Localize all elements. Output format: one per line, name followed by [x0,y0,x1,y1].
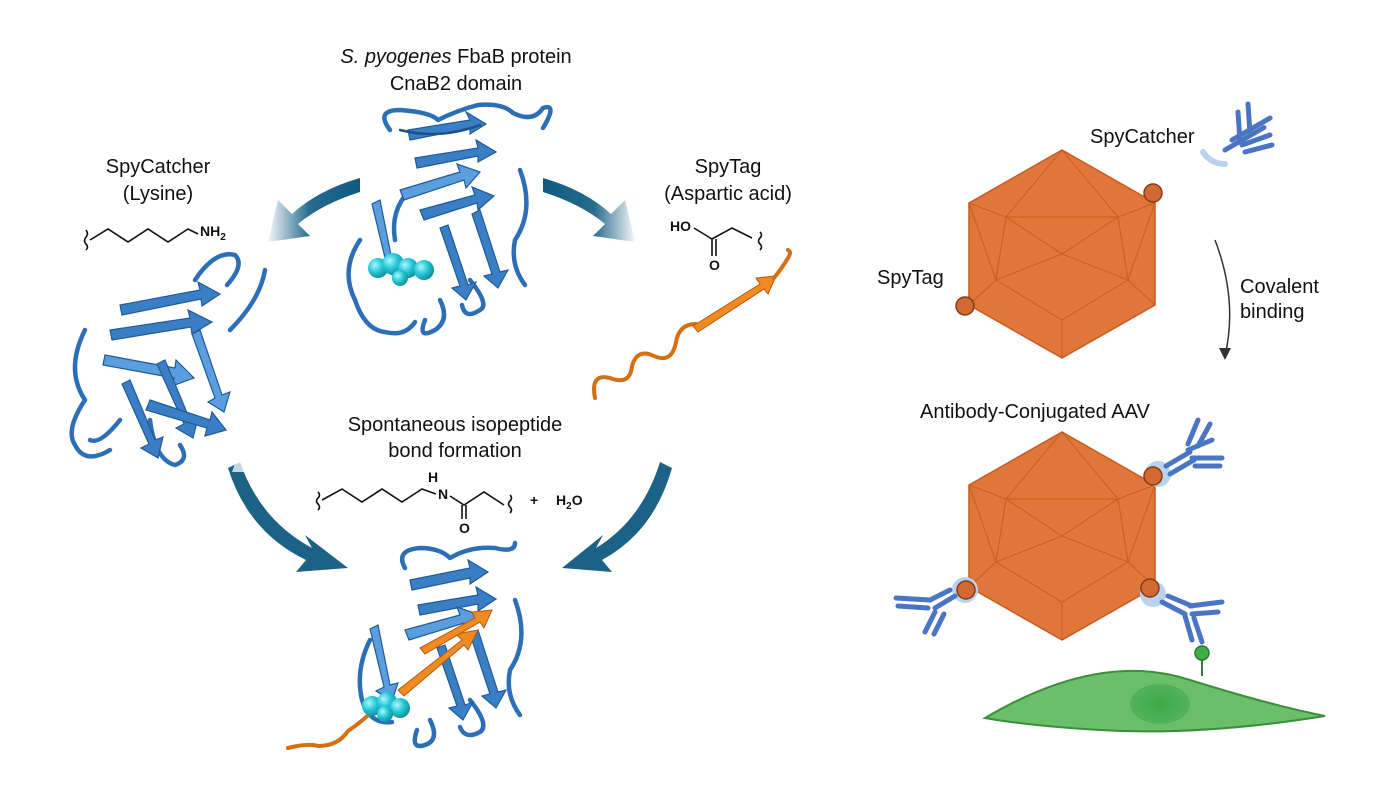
aav-capsid-top [968,149,1156,359]
conjugated-antibody-bottom-right [1140,578,1225,645]
spytag-dot-top [1143,183,1163,203]
receptor-icon [1194,645,1210,661]
free-antibody-icon [1200,101,1275,167]
cnab2-title-line2: CnaB2 domain [390,73,522,95]
nh2-label: NH2 [200,223,226,243]
plus-sign: + [530,492,538,508]
lysine-structure: NH2 [83,223,226,251]
covalent-binding-arrow [1214,239,1231,360]
spytag-right-label: SpyTag [877,267,944,289]
spycatcher-right-label: SpyCatcher [1090,126,1195,148]
spytag-left-label: SpyTag [695,156,762,178]
cnab2-protein-structure [346,102,553,336]
arrow-to-spycatcher [268,178,360,242]
isopeptide-sublabel: bond formation [388,440,521,462]
spytag-dot-left [955,296,975,316]
cnab2-title-line1: S. pyogenes FbaB protein [340,46,571,68]
aspartate-structure: HO O [670,218,763,273]
h-product-label: H [428,469,438,485]
ho-label: HO [670,218,691,234]
spycatcher-spytag-complex [286,540,524,750]
complex-residue-spheres [362,692,410,722]
arrow-spytag-to-complex [562,462,672,572]
spycatcher-left-sublabel: (Lysine) [123,183,193,205]
spytag-left-sublabel: (Aspartic acid) [664,183,792,205]
o-spytag-label: O [709,257,720,273]
conjugated-antibody-left [893,577,978,637]
antibody-aav-label: Antibody-Conjugated AAV [920,401,1150,423]
spycatcher-left-label: SpyCatcher [106,156,211,178]
cell-nucleus [1130,684,1190,724]
isopeptide-label: Spontaneous isopeptide [348,414,563,436]
cnab2-residue-spheres [368,253,434,286]
arrow-to-spytag [543,178,635,242]
spycatcher-protein-structure [69,252,268,468]
n-product-label: N [438,486,448,502]
conjugated-antibody-top [1143,417,1225,487]
water-label: H2O [556,492,583,512]
arrow-spycatcher-to-complex [228,455,348,572]
covalent-label: Covalent [1240,276,1319,298]
aav-capsid-bottom [968,431,1156,641]
covalent-sublabel: binding [1240,301,1305,323]
o-product-label: O [459,520,470,536]
isopeptide-structure: H N O + H2O [315,469,583,536]
spytag-peptide-structure [592,248,792,400]
